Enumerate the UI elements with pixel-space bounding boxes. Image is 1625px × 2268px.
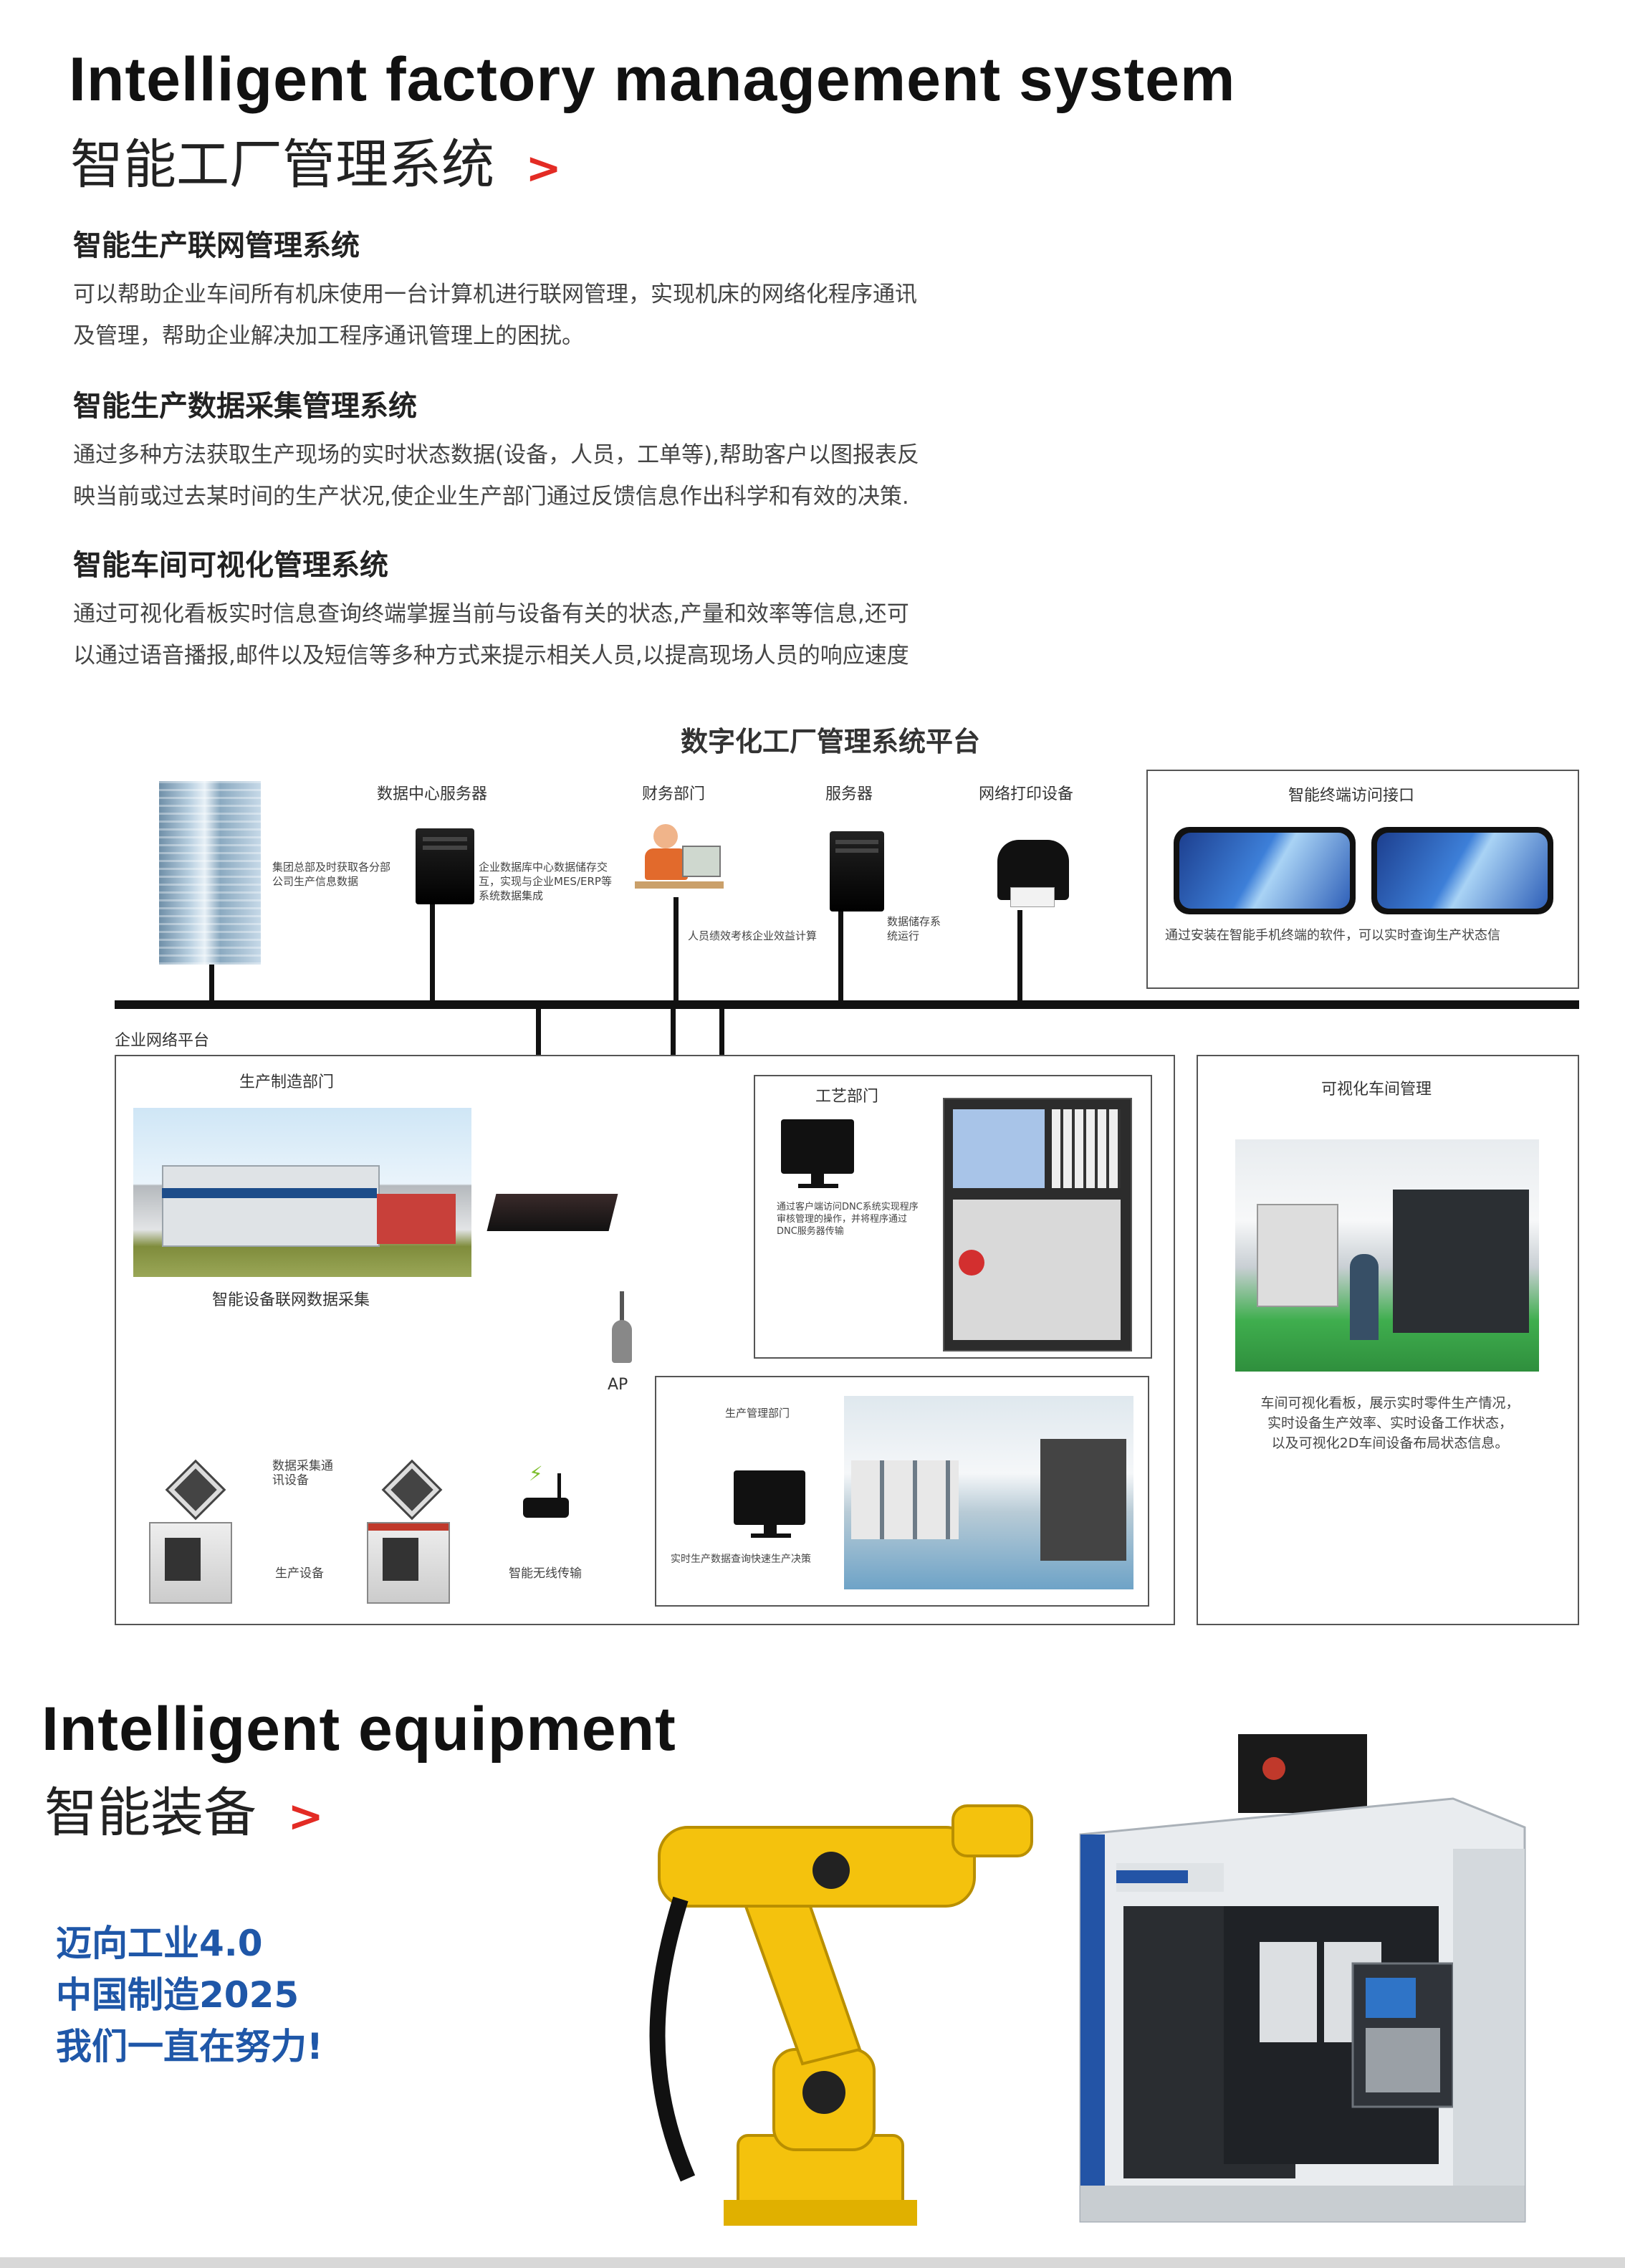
section-body: 通过可视化看板实时信息查询终端掌握当前与设备有关的状态,产量和效率等信息,还可 … [73,593,1090,676]
industrial-robot-image [649,1804,1033,2226]
page-title-cn: 智能工厂管理系统 > [70,122,562,198]
network-platform-label: 企业网络平台 [115,1032,210,1050]
finance-label: 财务部门 [642,785,706,803]
slogans: 迈向工业4.0 中国制造2025 我们一直在努力! [56,1918,323,2072]
section-line: 以通过语音播报,邮件以及短信等多种方式来提示相关人员,以提高现场人员的响应速度 [73,643,909,669]
production-caption: 智能设备联网数据采集 [212,1291,370,1309]
visual-management-box: 可视化车间管理 车间可视化看板，展示实时零件生产情况， 实时设备生产效率、实时设… [1197,1055,1579,1625]
terminal-caption: 通过安装在智能手机终端的软件，可以实时查询生产状态信 [1165,928,1500,943]
section-title: 智能车间可视化管理系统 [73,549,388,582]
section-data-collection: 智能生产数据采集管理系统 通过多种方法获取生产现场的实时状态数据(设备，人员，工… [73,383,1090,517]
data-center-caption: 企业数据库中心数据储存交互，实现与企业MES/ERP等系统数据集成 [479,861,612,902]
process-label: 工艺部门 [815,1088,879,1106]
section-networking: 智能生产联网管理系统 可以帮助企业车间所有机床使用一台计算机进行联网管理，实现机… [73,222,1090,357]
equipment-title-cn-text: 智能装备 [44,1782,257,1844]
slogan-line: 中国制造2025 [56,1974,299,2016]
cnc-machine-icon [367,1522,450,1604]
management-label: 生产管理部门 [725,1407,790,1420]
terminal-access-box: 智能终端访问接口 通过安装在智能手机终端的软件，可以实时查询生产状态信 [1146,770,1579,989]
section-line: 通过多种方法获取生产现场的实时状态数据(设备，人员，工单等),帮助客户以图报表反 [73,442,920,468]
management-dept-box: 生产管理部门 实时生产数据查询快速生产决策 [655,1376,1149,1607]
chevron-right-icon: > [525,143,562,193]
signal-icon: ⚡ [529,1462,543,1485]
smartphone-image [1371,827,1553,914]
terminal-label: 智能终端访问接口 [1288,787,1415,805]
visual-caption: 车间可视化看板，展示实时零件生产情况， 实时设备生产效率、实时设备工作状态， 以… [1225,1393,1555,1453]
visual-label: 可视化车间管理 [1321,1081,1432,1099]
server-caption: 数据储存系统运行 [887,915,941,942]
smartphone-image [1174,827,1356,914]
diagram-title: 数字化工厂管理系统平台 [681,726,981,757]
wireless-transmitter-icon [523,1473,569,1518]
data-collector-icon [165,1459,226,1521]
equipment-title-cn: 智能装备 > [44,1770,324,1847]
section-body: 通过多种方法获取生产现场的实时状态数据(设备，人员，工单等),帮助客户以图报表反… [73,434,1090,517]
slogan-line: 我们一直在努力! [56,2026,323,2067]
workshop-visual-image [1235,1139,1539,1372]
section-body: 可以帮助企业车间所有机床使用一台计算机进行联网管理，实现机床的网络化程序通讯 及… [73,274,1090,357]
data-collector-icon [381,1459,443,1521]
equipment-caption: 生产设备 [275,1566,324,1581]
server-label: 服务器 [825,785,873,803]
equipment-title-en: Intelligent equipment [42,1695,676,1764]
section-line: 及管理，帮助企业解决加工程序通讯管理上的困扰。 [73,323,584,349]
data-center-server-icon [416,828,474,904]
finance-caption: 人员绩效考核企业效益计算 [688,929,818,942]
visual-caption-line: 实时设备生产效率、实时设备工作状态， [1267,1415,1513,1431]
cnc-machining-center-image [1079,1734,1526,2223]
page-title-cn-text: 智能工厂管理系统 [70,134,494,196]
footer-bar [0,2257,1625,2268]
section-line: 映当前或过去某时间的生产状况,使企业生产部门通过反馈信息作出科学和有效的决策. [73,484,909,509]
section-title: 智能生产联网管理系统 [73,229,360,262]
cnc-control-panel-image [943,1098,1132,1351]
slogan-line: 迈向工业4.0 [56,1923,263,1964]
workshop-image [844,1396,1133,1589]
page-title-en: Intelligent factory management system [69,45,1236,114]
chevron-right-icon: > [287,1791,324,1842]
visual-caption-line: 车间可视化看板，展示实时零件生产情况， [1260,1395,1520,1411]
wifi-ap-icon [612,1291,632,1363]
section-line: 通过可视化看板实时信息查询终端掌握当前与设备有关的状态,产量和效率等信息,还可 [73,601,909,627]
hq-building-image [159,781,261,965]
printer-icon [997,840,1069,907]
wireless-caption: 智能无线传输 [509,1566,582,1581]
finance-person-icon [635,824,724,899]
monitor-icon [781,1119,854,1188]
monitor-icon [734,1470,805,1538]
section-title: 智能生产数据采集管理系统 [73,390,417,423]
section-visualization: 智能车间可视化管理系统 通过可视化看板实时信息查询终端掌握当前与设备有关的状态,… [73,542,1090,676]
data-center-label: 数据中心服务器 [377,785,488,803]
hq-caption: 集团总部及时获取各分部公司生产信息数据 [272,861,391,888]
production-label: 生产制造部门 [239,1073,335,1091]
server-tower-icon [830,831,884,911]
collector-caption: 数据采集通讯设备 [272,1459,333,1488]
factory-building-image [133,1108,471,1277]
network-switch-icon [486,1194,618,1231]
cnc-machine-icon [149,1522,232,1604]
ap-label: AP [608,1376,628,1394]
process-dept-box: 工艺部门 通过客户端访问DNC系统实现程序审核管理的操作，并将程序通过DNC服务… [754,1075,1152,1359]
visual-caption-line: 以及可视化2D车间设备布局状态信息。 [1271,1435,1509,1451]
section-line: 可以帮助企业车间所有机床使用一台计算机进行联网管理，实现机床的网络化程序通讯 [73,282,917,307]
process-caption: 通过客户端访问DNC系统实现程序审核管理的操作，并将程序通过DNC服务器传输 [777,1202,919,1237]
printer-label: 网络打印设备 [979,785,1074,803]
management-caption: 实时生产数据查询快速生产决策 [671,1554,811,1565]
